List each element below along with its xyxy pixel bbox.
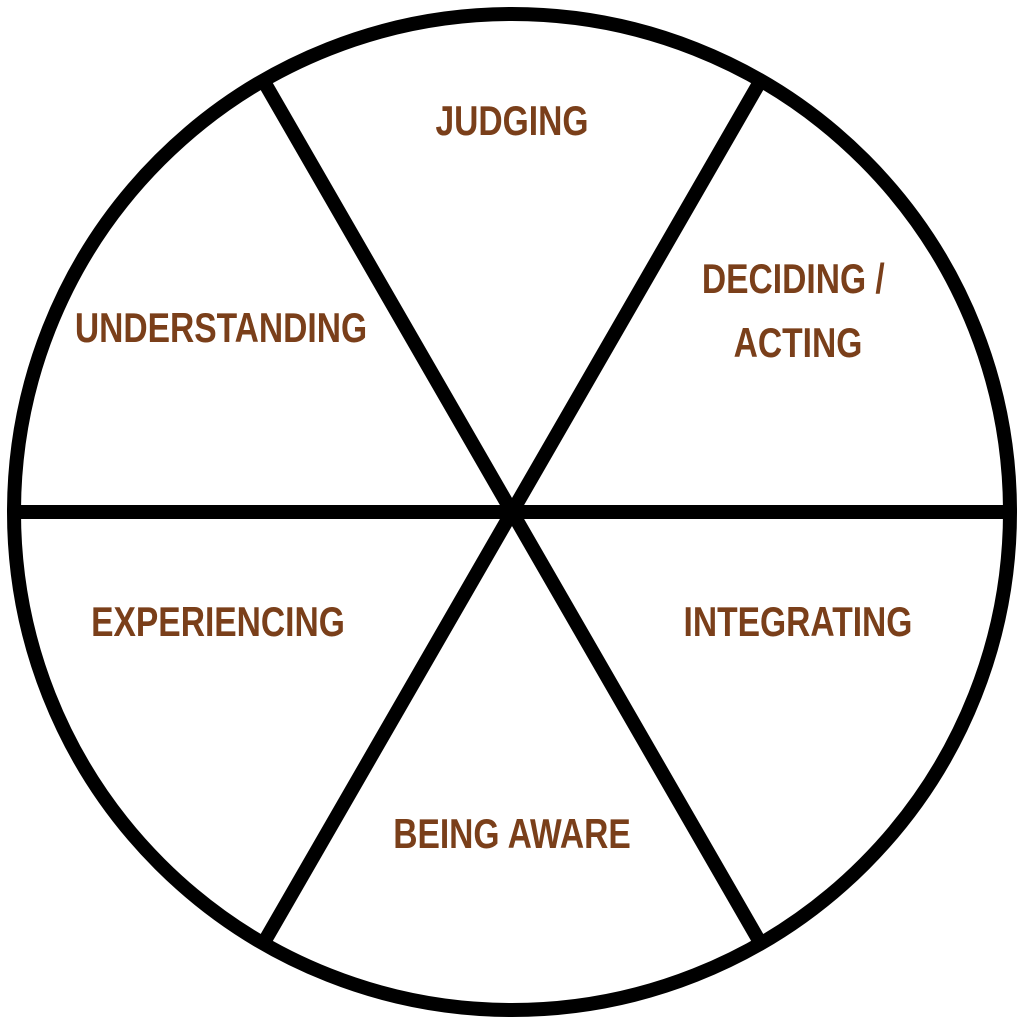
segment-label-being-aware: BEING AWARE xyxy=(393,812,631,858)
segment-label-experiencing: EXPERIENCING xyxy=(91,600,345,646)
segment-label-judging: JUDGING xyxy=(435,99,588,145)
divider-diagonal-falling xyxy=(256,76,768,948)
segment-label-deciding-acting: DECIDING / ACTING xyxy=(702,257,894,367)
segment-label-understanding: UNDERSTANDING xyxy=(75,306,367,352)
segment-label-integrating: INTEGRATING xyxy=(684,600,913,646)
